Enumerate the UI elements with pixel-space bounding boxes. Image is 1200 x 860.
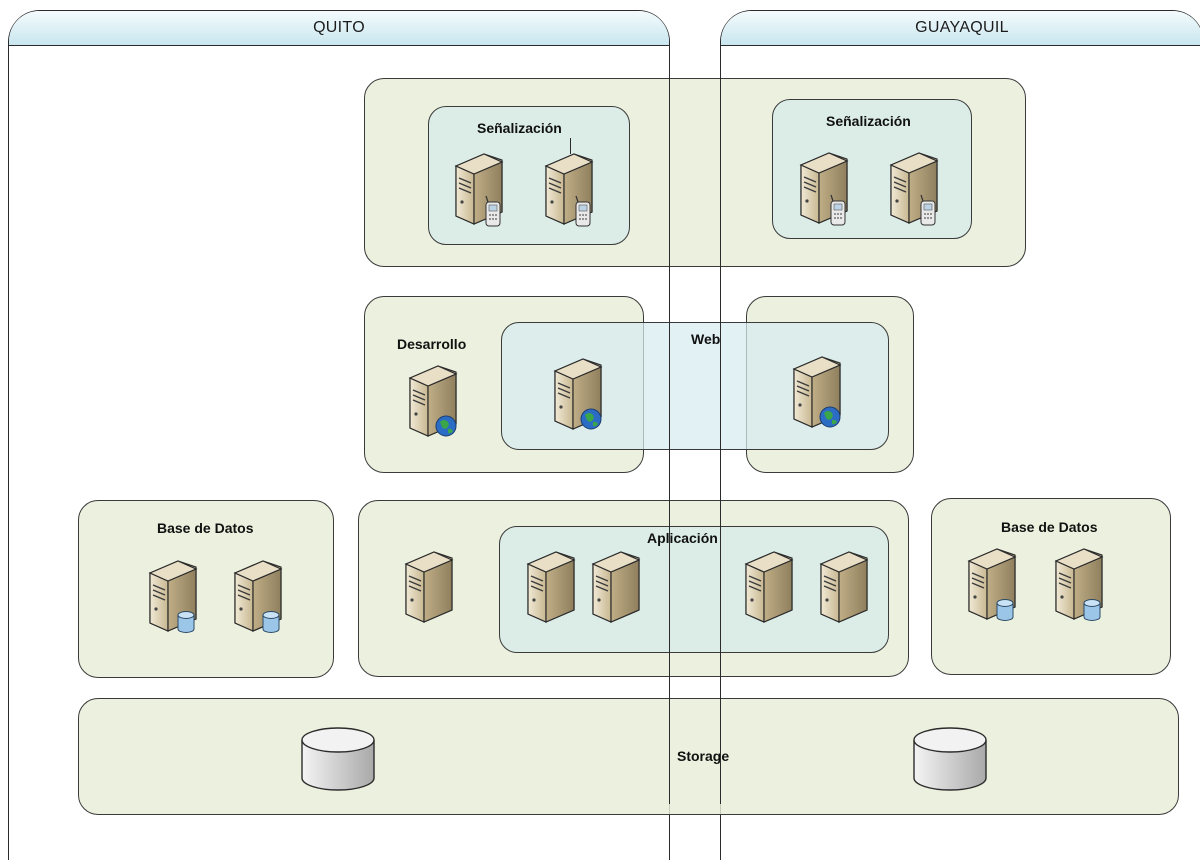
label-base-datos-quito: Base de Datos <box>157 520 254 536</box>
app-server-quito-1-icon <box>522 548 578 626</box>
app-server-quito-2-icon <box>587 548 643 626</box>
db-server-quito-2-icon <box>229 557 285 635</box>
zone-base-datos-quito <box>78 500 334 678</box>
label-web: Web <box>691 331 721 347</box>
app-server-gye-2-icon <box>815 548 871 626</box>
db-server-gye-1-icon <box>963 545 1019 623</box>
dev-web-server-icon <box>404 362 460 440</box>
app-server-dev-icon <box>400 548 456 626</box>
web-server-gye-icon <box>788 353 844 431</box>
site-quito-header: QUITO <box>9 11 669 46</box>
app-server-gye-1-icon <box>740 548 796 626</box>
site-quito: QUITO <box>8 10 670 860</box>
label-desarrollo: Desarrollo <box>397 336 467 352</box>
label-senalizacion-guayaquil: Señalización <box>826 113 911 129</box>
label-base-datos-guayaquil: Base de Datos <box>1001 519 1098 535</box>
zone-storage <box>78 698 1179 815</box>
callout-line <box>570 138 571 154</box>
storage-disk-guayaquil-icon <box>911 726 989 792</box>
signaling-server-gye-2-icon <box>885 149 941 227</box>
quito-right-border <box>669 44 670 804</box>
web-server-quito-icon <box>549 355 605 433</box>
signaling-server-quito-1-icon <box>450 150 506 228</box>
label-senalizacion-quito: Señalización <box>477 120 562 136</box>
site-guayaquil-header: GUAYAQUIL <box>721 11 1200 46</box>
storage-disk-quito-icon <box>299 726 377 792</box>
signaling-server-quito-2-icon <box>540 150 596 228</box>
label-aplicacion: Aplicación <box>647 530 718 546</box>
signaling-server-gye-1-icon <box>795 149 851 227</box>
guayaquil-left-border <box>720 44 721 804</box>
db-server-quito-1-icon <box>144 557 200 635</box>
label-storage: Storage <box>677 748 730 764</box>
db-server-gye-2-icon <box>1050 545 1106 623</box>
